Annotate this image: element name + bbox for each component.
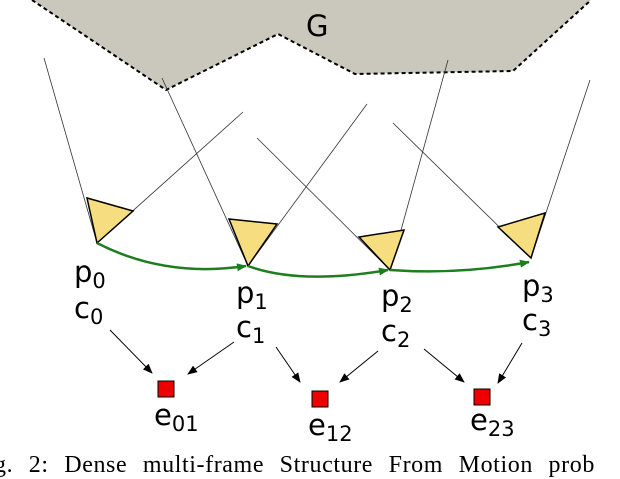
camera-0-position-label: p0: [74, 255, 106, 293]
camera-1-position-label: p1: [236, 276, 268, 314]
figure-caption: g. 2: Dense multi-frame Structure From M…: [0, 452, 595, 478]
ray-cam2-left: [256, 137, 391, 271]
camera-labels: p0 c0 p1 c1 p2 c2 p3 c3: [74, 255, 554, 352]
ground-label: G: [306, 9, 328, 43]
error-01-marker: [157, 380, 175, 398]
error-23-label: e23: [470, 403, 515, 441]
ray-cam1-left: [161, 77, 249, 267]
camera-0-calib-label: c0: [74, 291, 103, 329]
camera-2-icon: [357, 229, 406, 272]
ray-cam0-left: [43, 57, 98, 244]
error-12-marker: [311, 390, 329, 408]
arrow-c1-e01: [187, 341, 235, 375]
trajectory: [96, 241, 530, 278]
ground-region: [32, 0, 591, 90]
view-rays: [43, 57, 591, 271]
camera-0-icon: [85, 196, 135, 245]
arrow-c1-e12: [275, 346, 301, 383]
arrow-c3-e23: [497, 342, 523, 384]
ground-boundary: [31, 0, 592, 92]
arrow-c2-e12: [339, 350, 379, 383]
camera-3-icon: [496, 211, 547, 260]
trajectory-arrow-12: [247, 264, 389, 278]
trajectory-arrow-01: [96, 241, 247, 272]
camera-3-calib-label: c3: [522, 303, 551, 341]
error-arrows: [109, 329, 523, 384]
error-23-marker: [473, 388, 491, 406]
camera-1-calib-label: c1: [236, 310, 265, 348]
cameras: [85, 196, 547, 272]
ray-cam1-right: [247, 103, 368, 267]
camera-1-icon: [227, 218, 279, 268]
error-12-label: e12: [308, 408, 353, 446]
error-01-label: e01: [154, 398, 199, 436]
arrow-c0-e01: [109, 329, 153, 374]
error-terms: e01 e12 e23: [154, 380, 515, 446]
camera-2-calib-label: c2: [381, 314, 410, 352]
arrow-c2-e23: [423, 348, 465, 383]
camera-3-position-label: p3: [522, 269, 554, 307]
camera-2-position-label: p2: [381, 279, 413, 317]
trajectory-arrow-23: [389, 259, 530, 273]
